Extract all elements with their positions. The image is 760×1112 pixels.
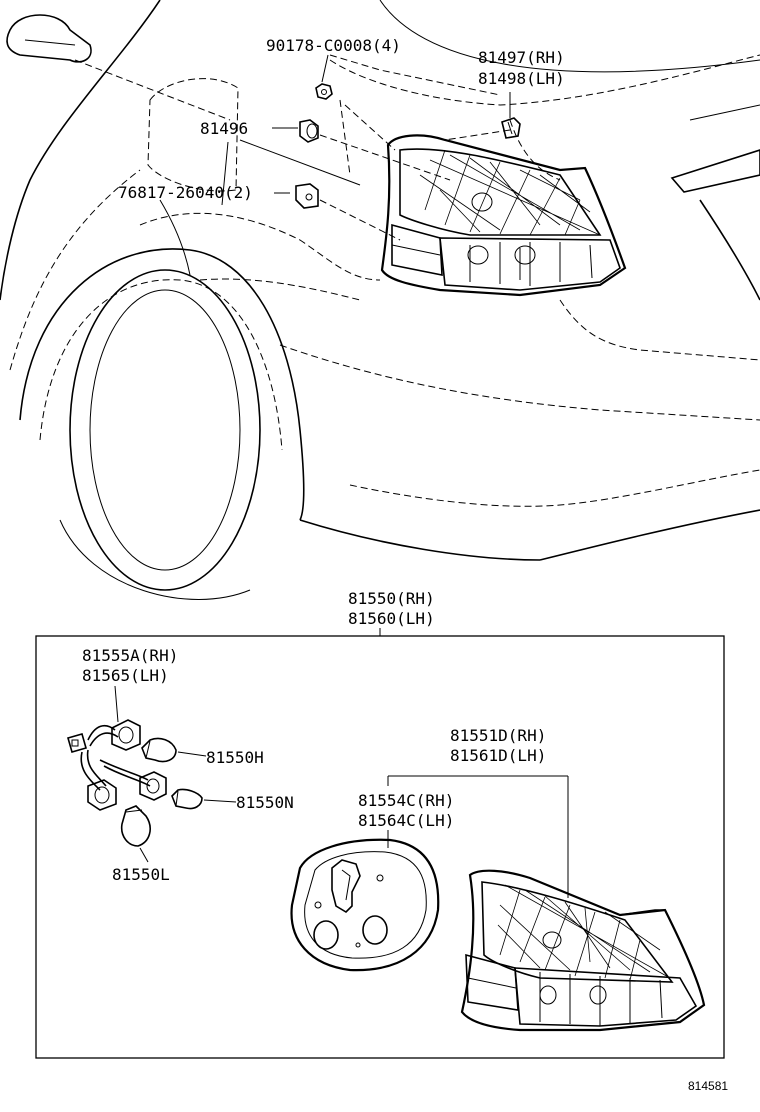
nut-icon <box>315 83 333 100</box>
vehicle-body-outline <box>0 0 760 600</box>
callout-81550l: 81550L <box>112 865 170 884</box>
callout-81550h: 81550H <box>206 748 264 767</box>
callout-81555a-rh: 81555A(RH) <box>82 646 178 665</box>
callout-76817: 76817-26040(2) <box>118 183 253 202</box>
reference-number: 814581 <box>688 1079 728 1093</box>
installed-tail-lamp <box>380 134 627 297</box>
bulb-icon <box>120 805 151 847</box>
callout-81565-lh: 81565(LH) <box>82 666 169 685</box>
callout-81554c-rh: 81554C(RH) <box>358 791 454 810</box>
callout-81496: 81496 <box>200 119 248 138</box>
socket-icon <box>139 771 167 801</box>
socket-icon <box>111 719 141 751</box>
clip-icon <box>299 119 319 143</box>
callout-81550-rh: 81550(RH) <box>348 589 435 608</box>
wiring-harness <box>67 724 151 791</box>
clip-icon <box>295 183 319 209</box>
assembly-frame <box>35 635 725 1059</box>
callout-81560-lh: 81560(LH) <box>348 609 435 628</box>
upper-leader-lines <box>74 54 511 276</box>
callout-90178: 90178-C0008(4) <box>266 36 401 55</box>
callout-81550n: 81550N <box>236 793 294 812</box>
bulb-icon <box>141 737 177 763</box>
callout-81498: 81498(LH) <box>478 69 565 88</box>
bulb-icon <box>171 788 203 810</box>
callout-81497: 81497(RH) <box>478 48 565 67</box>
callout-81564c-lh: 81564C(LH) <box>358 811 454 830</box>
callout-81551d-rh: 81551D(RH) <box>450 726 546 745</box>
callout-81561d-lh: 81561D(LH) <box>450 746 546 765</box>
tail-lamp-lens-assembly <box>460 869 706 1032</box>
clip-icon <box>501 117 521 139</box>
socket-icon <box>87 779 117 811</box>
lamp-gasket <box>290 838 440 972</box>
